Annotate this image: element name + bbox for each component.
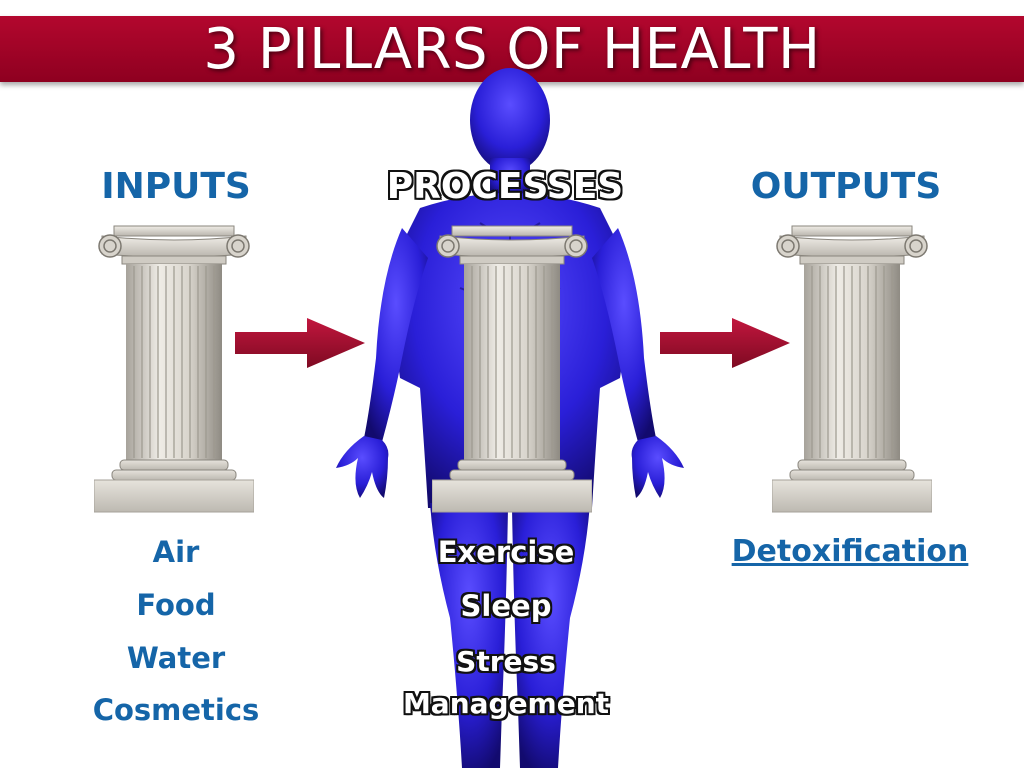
human-figure-icon (336, 68, 684, 768)
processes-label: PROCESSES (386, 166, 624, 207)
list-item: Cosmetics (92, 693, 260, 727)
list-item: Air (152, 535, 200, 569)
list-item: Water (126, 641, 226, 675)
ionic-pillar-icon (432, 225, 592, 513)
right-arrow-icon (660, 318, 790, 368)
list-item: Management (402, 687, 610, 720)
detoxification-link[interactable]: Detoxification (731, 534, 969, 569)
list-item: Food (136, 588, 216, 622)
list-item: Exercise (437, 535, 575, 569)
ionic-pillar-icon (94, 225, 254, 513)
list-item: Sleep (460, 589, 552, 623)
inputs-label: INPUTS (101, 166, 251, 207)
ionic-pillar-icon (772, 225, 932, 513)
right-arrow-icon (235, 318, 365, 368)
outputs-label: OUTPUTS (750, 166, 942, 207)
list-item: Stress (456, 645, 556, 678)
